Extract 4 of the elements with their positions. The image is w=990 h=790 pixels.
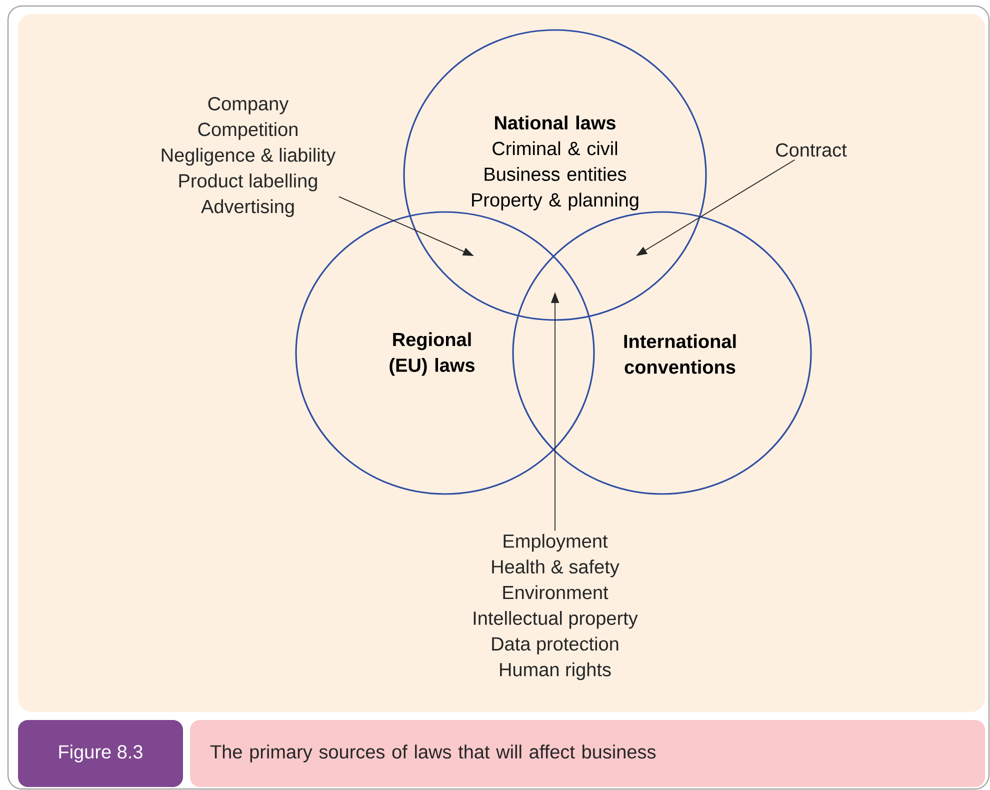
- text-list: Contract: [776, 143, 847, 157]
- text-list: Employment Health & safety Environment Intellectual property Data protection Human rights: [474, 534, 638, 680]
- figure-label: Figure 8.3: [18, 720, 183, 787]
- caption-box: The primary sources of laws that will affect business: [190, 720, 985, 787]
